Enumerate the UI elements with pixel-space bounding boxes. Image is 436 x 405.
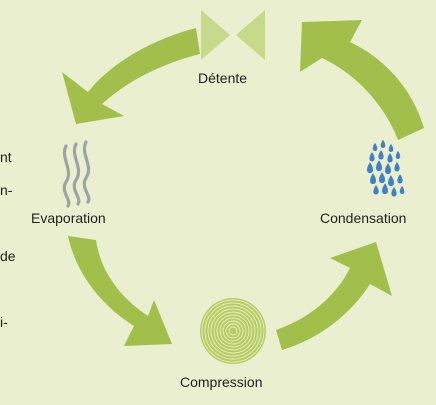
arrow-evaporation-to-compression (68, 236, 172, 346)
water-droplet (373, 185, 379, 195)
compressor-ring (201, 299, 265, 363)
water-droplet (397, 174, 403, 184)
water-droplet (394, 162, 400, 172)
water-droplet (369, 152, 375, 162)
valve-icon (201, 10, 265, 60)
valve-left-triangle (201, 10, 230, 60)
steam-icon (62, 140, 91, 208)
stage-label-detente: Détente (198, 70, 248, 86)
stage-label-compression: Compression (180, 374, 263, 390)
water-droplet (388, 143, 394, 152)
water-droplet (372, 142, 378, 151)
compressor-ring (216, 314, 250, 348)
water-droplet (382, 183, 388, 194)
compressor-ring (225, 323, 241, 339)
water-droplet (387, 153, 393, 163)
water-droplet (380, 139, 386, 148)
water-droplet (379, 172, 385, 183)
water-droplet (399, 185, 405, 194)
cut-off-text-fragment: n- (0, 182, 13, 198)
water-droplet (367, 162, 373, 173)
water-droplet (388, 175, 394, 186)
water-droplets-icon (367, 139, 405, 197)
cut-off-text-fragment: i- (0, 314, 8, 330)
stage-label-evaporation: Evaporation (31, 210, 106, 226)
arrow-detente-to-evaporation (62, 28, 200, 124)
water-droplet (378, 150, 384, 160)
compressor-spiral-icon (200, 298, 266, 364)
compressor-disc (200, 298, 266, 364)
compressor-ring (213, 311, 253, 351)
compressor-ring (219, 317, 247, 345)
arrow-compression-to-condensation (276, 242, 392, 350)
water-droplet (370, 173, 376, 184)
water-droplet (385, 163, 391, 174)
water-droplet (395, 150, 401, 159)
arrow-condensation-to-detente (300, 20, 424, 140)
compressor-ring (207, 305, 259, 357)
cut-off-text-fragment: nt (0, 149, 12, 165)
compressor-ring (228, 326, 238, 336)
valve-right-triangle (236, 10, 265, 60)
compressor-ring (210, 308, 256, 354)
compressor-ring (222, 320, 244, 342)
cut-off-text-fragment: de (0, 248, 16, 264)
stage-label-condensation: Condensation (320, 210, 407, 226)
water-droplet (391, 187, 397, 197)
water-droplet (376, 160, 382, 171)
compressor-ring (204, 302, 262, 360)
